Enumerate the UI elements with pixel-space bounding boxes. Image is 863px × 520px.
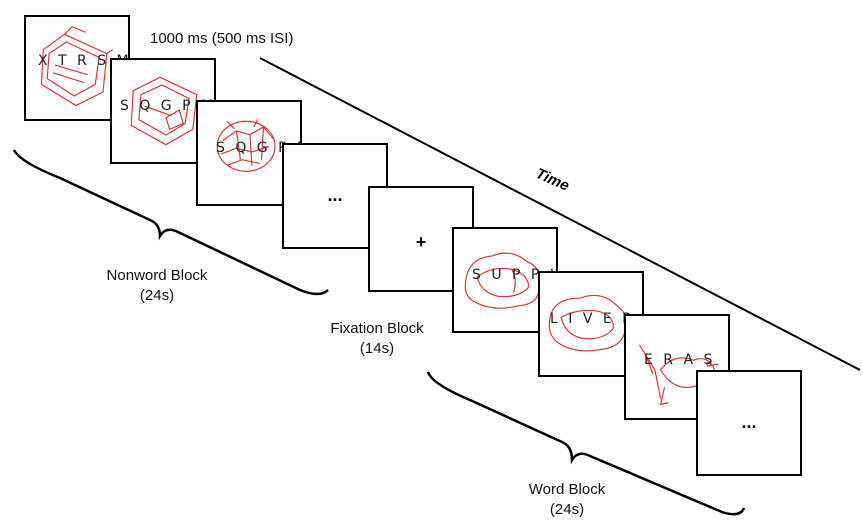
nonword-string-1: X T R S M [38,53,130,69]
nonword-block-title: Nonword Block [106,267,208,284]
nonword-block-duration: (24s) [139,287,175,304]
time-arrow-line [259,57,861,371]
word-block-duration: (24s) [549,501,585,518]
fixation-block-title: Fixation Block [330,320,424,337]
artichoke-drawing-icon [216,119,276,172]
word-block-label: Word Block (24s) [492,480,642,520]
device-drawing-icon [130,76,198,146]
word-string-1: S U P P L [472,267,558,283]
nonword-brace [12,149,329,296]
nonword-block-label: Nonword Block (24s) [82,266,232,306]
word-block-title: Word Block [528,481,606,498]
word-frame-more: ... [696,370,802,476]
bird-drawing-icon [638,344,719,406]
fixation-block-label: Fixation Block (14s) [302,319,452,359]
nonword-string-2: S Q G P M S [120,98,214,114]
ellipsis-text: ... [741,412,757,432]
fixation-block-duration: (14s) [359,340,395,357]
word-string-2: L I V E R [550,311,635,327]
fixation-cross: + [415,232,427,252]
word-brace [426,371,746,516]
timing-label: 1000 ms (500 ms ISI) [150,30,294,47]
device-drawing-icon [40,25,113,107]
word-string-3: E R A S [644,352,716,368]
nonword-string-3: S Q G P M [216,140,300,156]
ellipsis-text: ... [327,185,343,205]
